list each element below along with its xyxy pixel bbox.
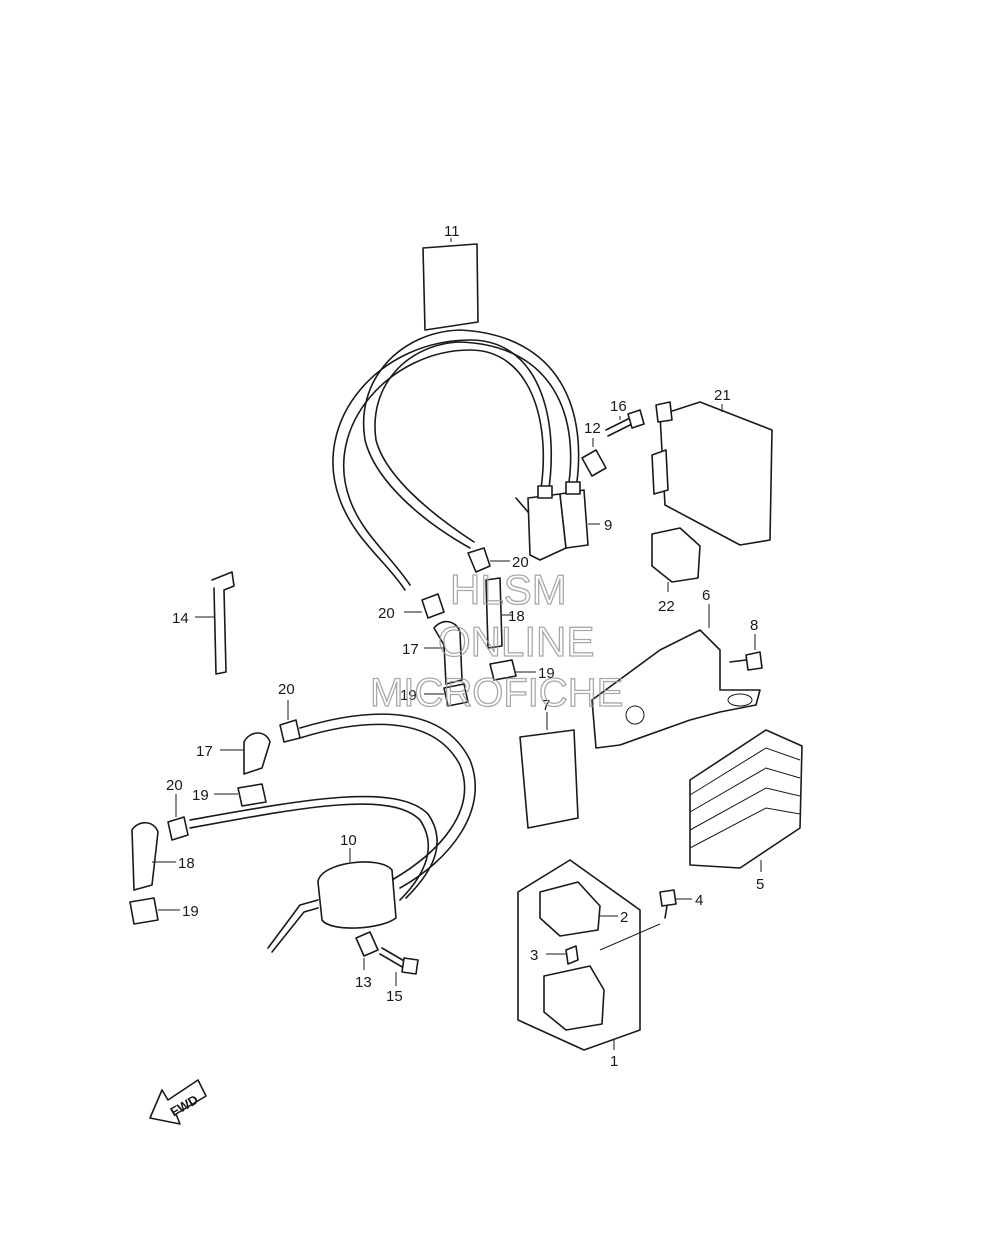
part-19-boot-center-left[interactable]	[424, 683, 469, 707]
watermark-line-3: MICROFICHE	[370, 671, 623, 715]
part-19-boot-left-upper[interactable]	[214, 783, 267, 807]
label-2: 2	[620, 909, 628, 926]
part-14-cable-tie[interactable]	[195, 571, 235, 675]
part-1-starter-relay-assembly[interactable]	[517, 859, 661, 1051]
part-17-plug-cap-center[interactable]	[424, 620, 463, 685]
label-19-center-right: 19	[538, 665, 555, 682]
label-19-left-upper: 19	[192, 787, 209, 804]
label-17-center: 17	[402, 641, 419, 658]
label-20-left-upper: 20	[278, 681, 295, 698]
part-7-sticker[interactable]	[519, 712, 579, 829]
part-9-ignition-coil[interactable]	[332, 329, 600, 591]
part-20-cap-left[interactable]	[404, 593, 445, 619]
label-21: 21	[714, 387, 731, 404]
part-21-cdi-unit[interactable]	[651, 401, 773, 546]
label-11: 11	[444, 223, 460, 240]
label-12: 12	[584, 420, 601, 437]
part-20-cap-upper[interactable]	[467, 547, 510, 573]
part-11-sticker[interactable]	[422, 238, 479, 331]
label-3: 3	[530, 947, 538, 964]
part-13-collar[interactable]	[355, 931, 379, 970]
label-10: 10	[340, 832, 357, 849]
label-7: 7	[542, 697, 550, 714]
label-5: 5	[756, 876, 764, 893]
fwd-arrow-icon: FWD	[149, 1079, 207, 1125]
part-16-bolt[interactable]	[605, 409, 645, 437]
part-6-bracket[interactable]	[591, 604, 761, 749]
label-20-left-lower: 20	[166, 777, 183, 794]
label-4: 4	[695, 892, 703, 909]
label-15: 15	[386, 988, 403, 1005]
part-22-relay[interactable]	[651, 527, 701, 592]
part-2-relay-cover[interactable]	[539, 881, 618, 937]
part-10-ignition-coil[interactable]	[189, 713, 476, 953]
part-12-collar[interactable]	[581, 438, 607, 477]
label-16: 16	[610, 398, 627, 415]
part-17-plug-cap-left[interactable]	[220, 732, 271, 775]
label-9: 9	[604, 517, 612, 534]
label-1: 1	[610, 1053, 618, 1070]
part-18-plug-cap-center[interactable]	[485, 577, 512, 649]
part-3-fuse[interactable]	[546, 945, 579, 965]
part-8-bolt[interactable]	[729, 634, 763, 671]
label-19-left-lower: 19	[182, 903, 199, 920]
label-19-center-left: 19	[400, 687, 417, 704]
part-20-cap-left-lower[interactable]	[167, 794, 189, 841]
part-19-boot-left-lower[interactable]	[129, 897, 180, 925]
part-19-boot-center-right[interactable]	[489, 659, 536, 681]
watermark: HLSM ONLINE MICROFICHE	[369, 565, 624, 715]
label-13: 13	[355, 974, 372, 991]
part-5-regulator[interactable]	[689, 729, 803, 872]
label-18-left: 18	[178, 855, 195, 872]
label-18-center: 18	[508, 608, 525, 625]
part-15-bolt[interactable]	[379, 947, 419, 986]
watermark-line-2: ONLINE	[438, 618, 594, 665]
label-20-left: 20	[378, 605, 395, 622]
part-18-plug-cap-left[interactable]	[131, 821, 176, 891]
label-6: 6	[702, 587, 710, 604]
label-20-upper: 20	[512, 554, 529, 571]
label-22: 22	[658, 598, 675, 615]
part-20-cap-left-upper[interactable]	[279, 700, 301, 743]
label-14: 14	[172, 610, 189, 627]
label-8: 8	[750, 617, 758, 634]
part-4-bolt[interactable]	[659, 889, 692, 919]
watermark-line-1: HLSM	[450, 566, 567, 613]
label-17-left: 17	[196, 743, 213, 760]
